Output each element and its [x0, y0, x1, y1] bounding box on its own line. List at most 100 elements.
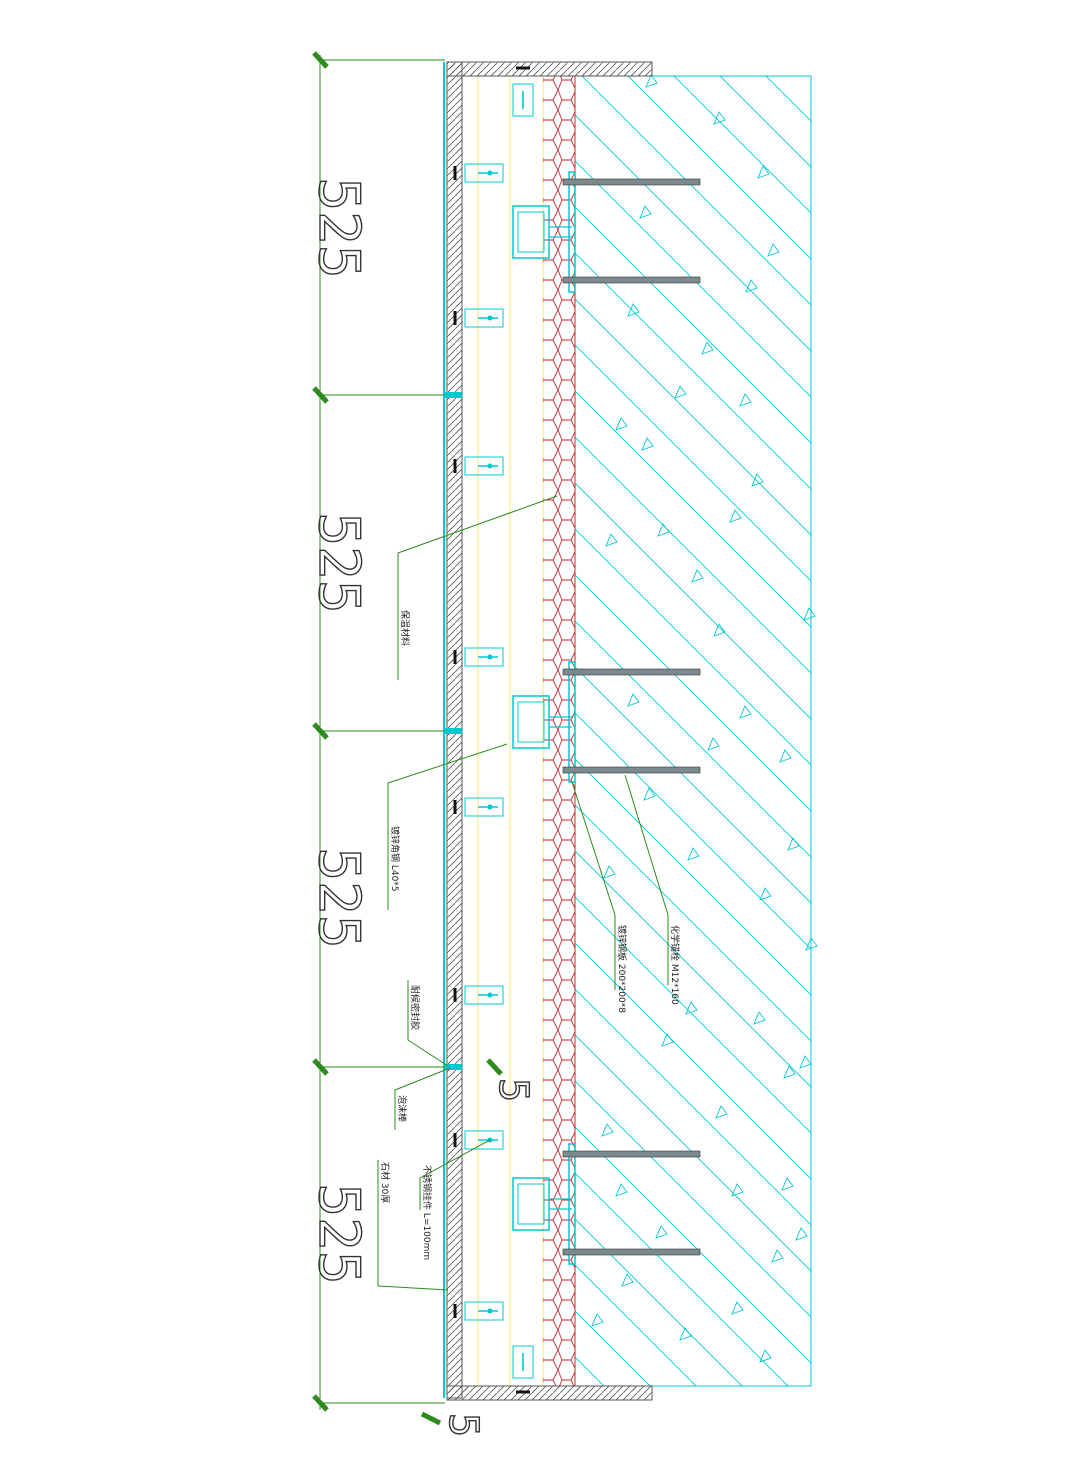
aggregate-triangle-4 [639, 205, 652, 219]
concrete-wall [574, 74, 818, 1387]
aggregate-triangle-11 [615, 417, 628, 431]
dimension-labels: 525 525 525 525 5 5 [305, 177, 536, 1438]
aggregate-triangle-12 [641, 437, 654, 451]
aggregate-triangle-37 [781, 1177, 794, 1191]
aggregate-triangle-19 [713, 623, 726, 637]
pendant-clip-2 [464, 308, 504, 328]
annotation-steel-keel: 镀锌角钢 L40*5 [389, 826, 401, 892]
aggregate-triangle-27 [603, 865, 616, 879]
joint-sealant-2 [444, 728, 462, 734]
pendant-clip-3 [464, 456, 504, 476]
dimension-lines [312, 51, 503, 1426]
pendant-bolt-2 [487, 315, 493, 321]
aggregate-triangle-30 [685, 1001, 698, 1015]
aggregate-triangle-46 [591, 1313, 604, 1327]
anchor-plate-1 [568, 171, 576, 293]
dim-label-4: 525 [306, 1183, 371, 1284]
pendant-clip-4 [464, 647, 504, 667]
pendant-clip-5 [464, 797, 504, 817]
annotation-pendant: 不锈钢挂件 L=100mm [421, 1165, 433, 1260]
dim-label-3: 525 [306, 847, 371, 948]
keel-tube-inner-3 [517, 1183, 545, 1225]
keel-tube-outer-2 [512, 695, 550, 749]
aggregate-triangle-1 [645, 74, 658, 88]
aggregate-triangle-33 [783, 1065, 796, 1079]
aggregate-triangle-40 [795, 1227, 808, 1241]
dimension-tick-1 [312, 51, 329, 69]
anchor-plate-3 [568, 1143, 576, 1265]
aggregate-triangle-34 [799, 1055, 812, 1069]
anchor-bolt-2-1 [562, 668, 701, 676]
annotation-anchor-plate: 镀锌钢板 200*200*8 [616, 925, 628, 1013]
aggregate-triangle-15 [657, 523, 670, 537]
keel-zone [461, 75, 544, 1387]
anchor-bolt-1-2 [562, 276, 701, 284]
pendant-clip-7 [464, 1130, 504, 1150]
aggregate-triangle-8 [701, 341, 714, 355]
aggregate-triangle-28 [759, 887, 772, 901]
dimension-joint-tick [486, 1058, 503, 1076]
pendant-clip-6 [464, 985, 504, 1005]
keel-tube-inner-1 [517, 211, 545, 253]
aggregate-triangle-20 [627, 693, 640, 707]
aggregate-triangle-31 [753, 1011, 766, 1025]
annotation-panel: 石材 30厚 [379, 1162, 391, 1203]
leader-lines [377, 495, 669, 1291]
anchor-bolt-1-1 [562, 178, 701, 186]
aggregate-triangle-16 [605, 533, 618, 547]
aggregate-triangle-38 [731, 1183, 744, 1197]
dim-label-2: 525 [306, 512, 371, 613]
aggregate-triangle-18 [803, 607, 816, 621]
aggregate-triangle-2 [713, 111, 726, 125]
pendant-clip-8 [464, 1301, 504, 1321]
dim-label-1: 525 [306, 177, 371, 278]
aggregate-triangle-36 [601, 1123, 614, 1137]
dim-label-end: 5 [440, 1413, 486, 1437]
end-clip-2 [512, 1345, 534, 1379]
anchor-bolt-2-2 [562, 766, 701, 774]
pendant-bolt-8 [487, 1308, 493, 1314]
dimension-tick-3 [312, 722, 329, 740]
aggregate-triangle-7 [627, 303, 640, 317]
aggregate-triangle-43 [731, 1301, 744, 1315]
pendant-bolt-4 [487, 654, 493, 660]
aggregate-triangle-29 [805, 937, 818, 951]
aggregate-triangle-45 [759, 1349, 772, 1363]
keel-tube-inner-2 [517, 701, 545, 743]
annotation-insulation: 保温材料 [399, 610, 411, 646]
aggregate-triangle-25 [687, 847, 700, 861]
annotation-labels: 保温材料 镀锌角钢 L40*5 镀锌钢板 200*200*8 化学锚栓 M12*… [379, 610, 681, 1260]
pendant-bolt-1 [487, 170, 493, 176]
anchor-bolt-3-1 [562, 1150, 701, 1158]
aggregate-triangle-47 [615, 1183, 628, 1197]
keel-tube-outer-3 [512, 1177, 550, 1231]
dimension-tick-4 [312, 1058, 329, 1076]
pendant-bolt-3 [487, 463, 493, 469]
dimension-tick-5 [312, 1394, 329, 1412]
aggregate-triangle-26 [787, 837, 800, 851]
aggregate-triangle-22 [707, 737, 720, 751]
aggregate-triangle-24 [643, 787, 656, 801]
aggregate-triangle-32 [661, 1033, 674, 1047]
aggregate-triangle-13 [751, 473, 764, 487]
pendant-bolt-5 [487, 804, 493, 810]
aggregate-triangle-3 [757, 165, 770, 179]
aggregate-triangle-6 [745, 279, 758, 293]
aggregate-triangle-35 [715, 1105, 728, 1119]
fixings-group [444, 66, 701, 1394]
dimension-end-tick [420, 1411, 442, 1426]
aggregate-triangle-21 [739, 705, 752, 719]
aggregate-triangle-5 [767, 243, 780, 257]
dim-label-joint: 5 [490, 1078, 536, 1102]
annotation-sealant: 耐候密封胶 [409, 985, 421, 1030]
annotation-anchor-bolt: 化学锚栓 M12*160 [669, 925, 681, 1005]
aggregate-triangle-39 [655, 1225, 668, 1239]
annotation-foam-rod: 泡沫棒 [396, 1095, 408, 1122]
aggregate-triangle-9 [674, 385, 687, 399]
end-clip-1 [512, 83, 534, 117]
joint-sealant-1 [444, 392, 462, 398]
aggregate-triangle-17 [691, 569, 704, 583]
aggregate-triangle-44 [679, 1327, 692, 1341]
aggregate-triangle-42 [621, 1273, 634, 1287]
